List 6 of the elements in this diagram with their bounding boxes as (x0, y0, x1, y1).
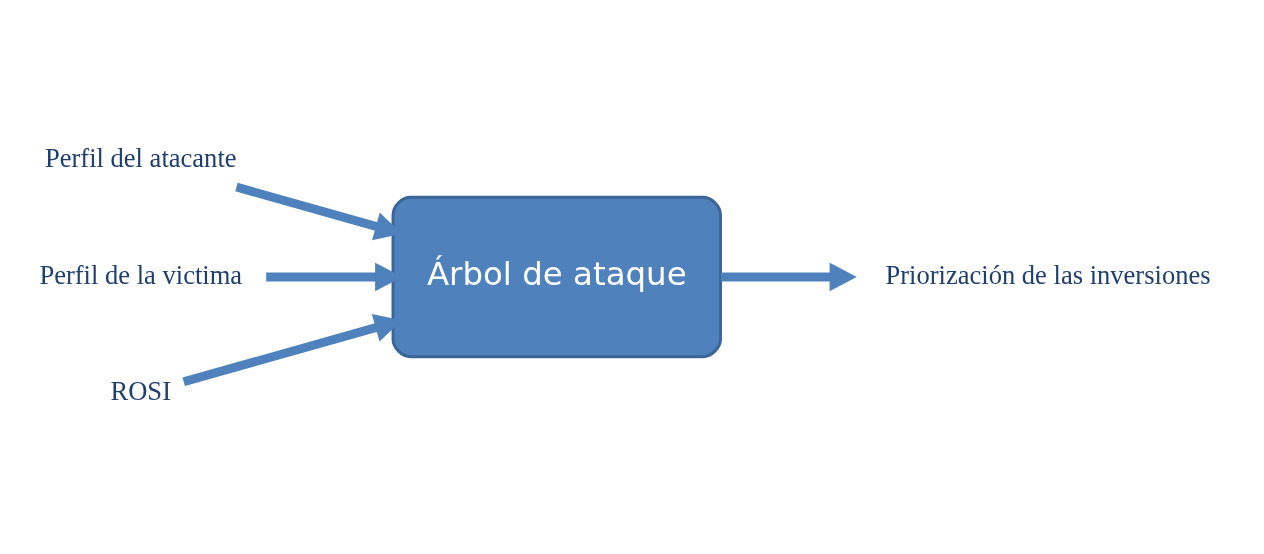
arrow (720, 262, 857, 292)
node-text: Perfil de la victima (39, 259, 243, 290)
node-text: ROSI (110, 376, 171, 407)
node-text: Priorización de las inversiones (885, 259, 1211, 290)
node-box: Árbol de ataque (391, 195, 722, 359)
node-text: Perfil del atacante (44, 142, 237, 173)
